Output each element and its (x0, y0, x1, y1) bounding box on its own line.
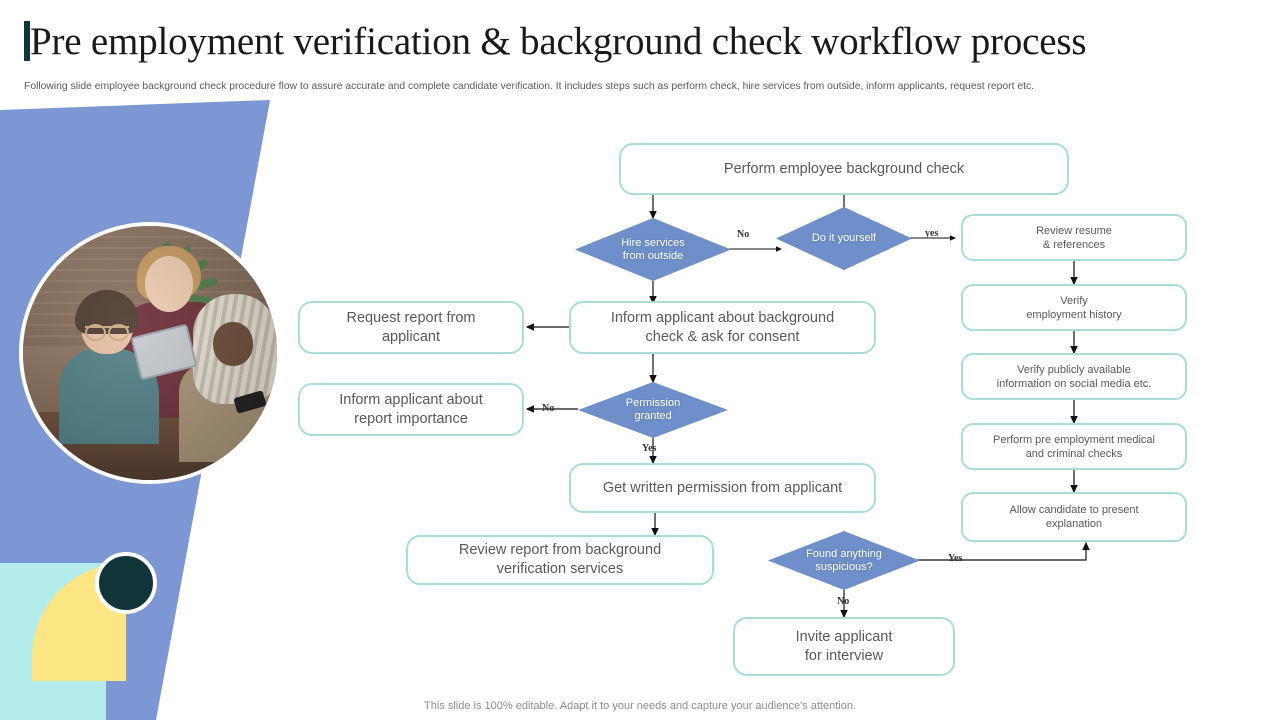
node-inform-consent[interactable]: Inform applicant about background check … (569, 301, 876, 354)
page-title: Pre employment verification & background… (30, 20, 1087, 63)
title-accent-bar (24, 21, 30, 61)
dark-circle-decoration (95, 552, 157, 614)
edge-label-permission-no: No (542, 403, 555, 414)
node-label: Found anything suspicious? (806, 547, 882, 573)
node-request-report[interactable]: Request report from applicant (298, 301, 524, 354)
edge-label-hire-to-diy: No (737, 229, 750, 240)
node-review-resume[interactable]: Review resume & references (961, 214, 1187, 261)
node-perform-check[interactable]: Perform employee background check (619, 143, 1069, 195)
node-label: Allow candidate to present explanation (1009, 504, 1139, 530)
node-hire-services[interactable]: Hire services from outside (575, 218, 731, 281)
node-label: Review resume & references (1036, 224, 1112, 251)
node-invite-interview[interactable]: Invite applicant for interview (733, 617, 955, 676)
node-permission-granted[interactable]: Permission granted (578, 382, 728, 438)
node-label: Permission granted (625, 397, 681, 422)
node-inform-importance[interactable]: Inform applicant about report importance (298, 383, 524, 436)
node-do-it-yourself[interactable]: Do it yourself (776, 207, 912, 270)
page-subtitle: Following slide employee background chec… (24, 80, 1035, 92)
node-label: Review report from background verificati… (458, 542, 662, 577)
node-label: Get written permission from applicant (602, 479, 843, 496)
person-right (179, 294, 277, 462)
edge-label-suspicious-yes: Yes (948, 553, 963, 564)
node-label: Invite applicant for interview (795, 628, 893, 664)
person-seated (59, 290, 159, 444)
node-label: Inform applicant about background check … (610, 309, 835, 345)
node-label: Perform pre employment medical and crimi… (992, 433, 1155, 460)
team-photo (19, 222, 281, 484)
edge-label-permission-yes: Yes (642, 443, 657, 454)
node-label: Verify employment history (1026, 294, 1122, 321)
node-review-report[interactable]: Review report from background verificati… (406, 535, 714, 585)
edge-label-suspicious-no: No (837, 596, 850, 607)
node-label: Inform applicant about report importance (339, 391, 483, 427)
node-written-permission[interactable]: Get written permission from applicant (569, 463, 876, 513)
slide-footer: This slide is 100% editable. Adapt it to… (424, 700, 856, 712)
node-label: Request report from applicant (346, 309, 476, 345)
node-label: Do it yourself (811, 232, 877, 244)
node-verify-employment[interactable]: Verify employment history (961, 284, 1187, 331)
node-label: Perform employee background check (723, 160, 965, 177)
node-medical-criminal[interactable]: Perform pre employment medical and crimi… (961, 423, 1187, 470)
node-verify-social[interactable]: Verify publicly available information on… (961, 353, 1187, 400)
node-found-suspicious[interactable]: Found anything suspicious? (768, 531, 920, 590)
node-label: Hire services from outside (621, 236, 685, 262)
node-allow-explanation[interactable]: Allow candidate to present explanation (961, 492, 1187, 542)
edge-label-diy-to-review: yes (925, 228, 939, 239)
node-label: Verify publicly available information on… (996, 363, 1152, 390)
